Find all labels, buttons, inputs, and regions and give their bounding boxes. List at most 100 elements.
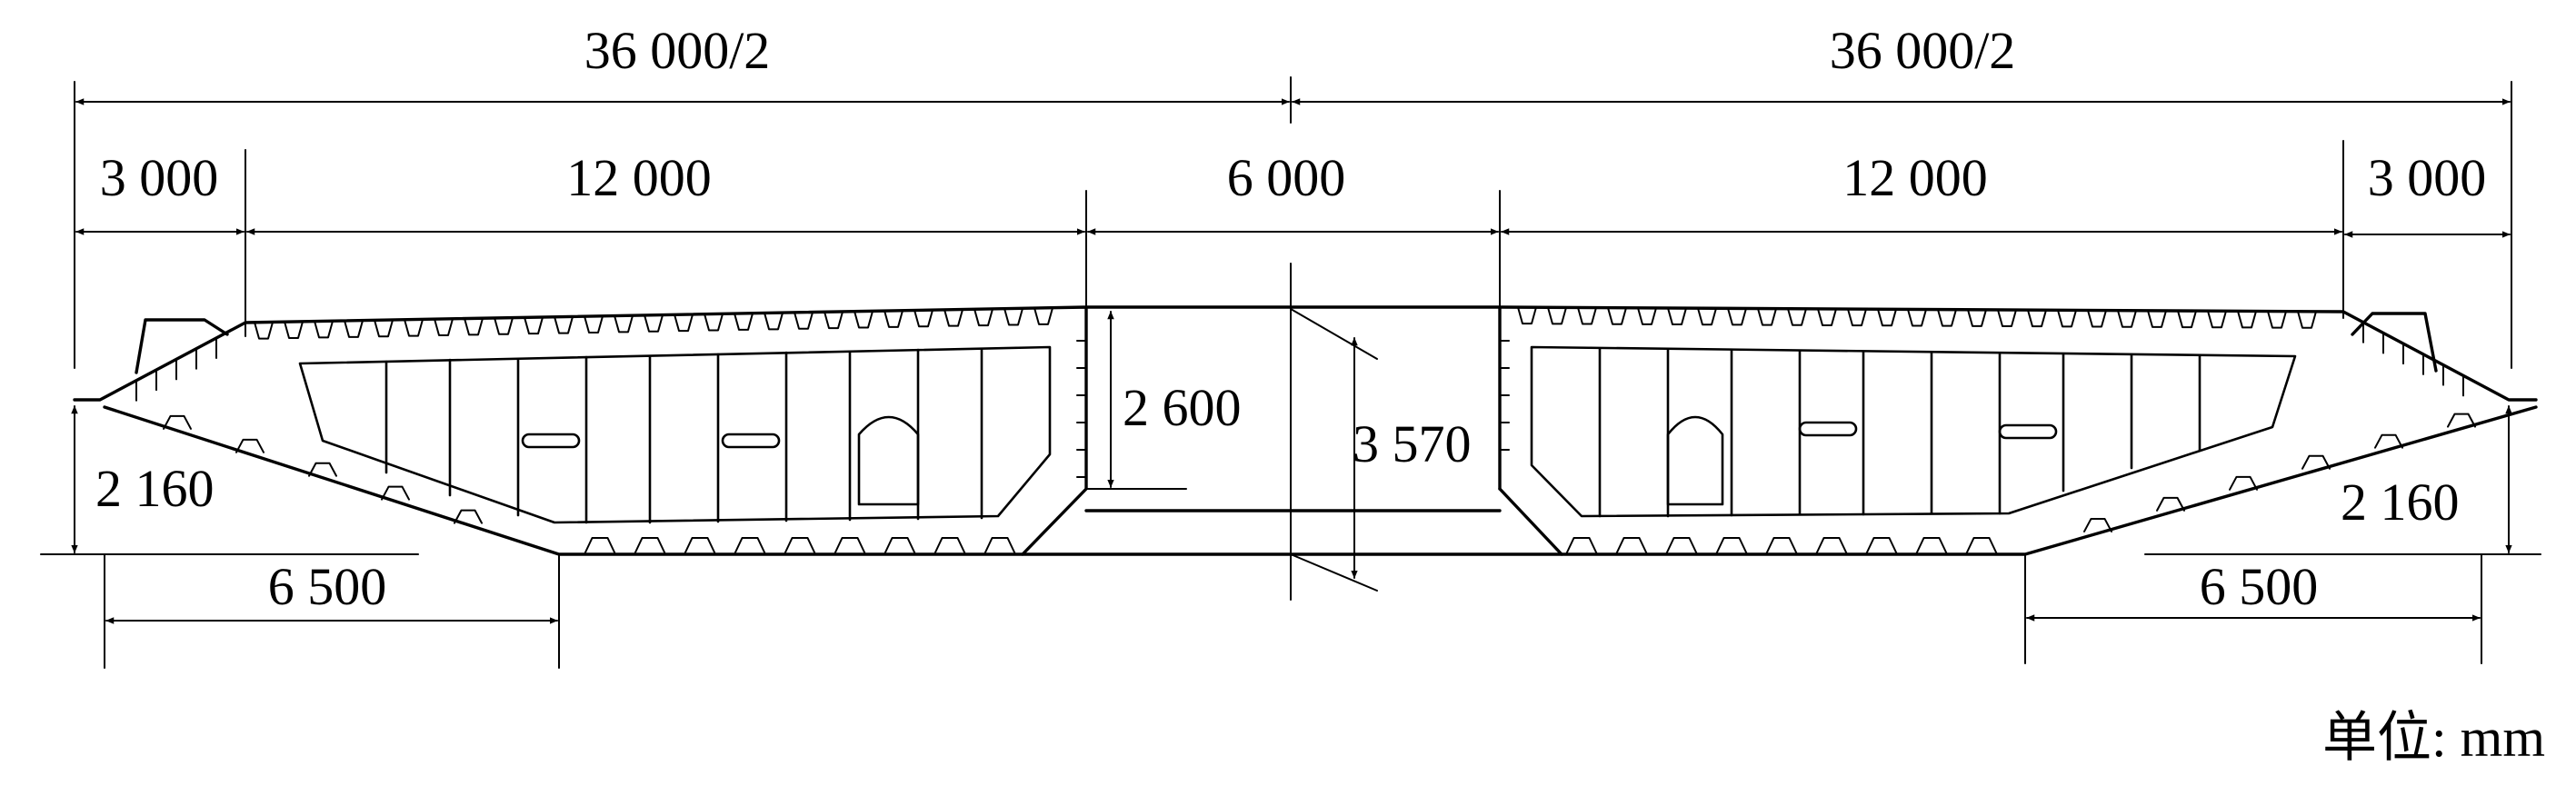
deck-rib	[1757, 307, 1777, 326]
deck-rib	[2297, 310, 2317, 329]
label-box-left: 12 000	[566, 148, 712, 207]
manhole-right-2	[1998, 423, 2058, 440]
deck-rib	[644, 313, 664, 333]
bottom-rib	[1665, 537, 1698, 555]
left-box-outline	[73, 305, 1088, 556]
deck-rib	[674, 313, 694, 333]
bottom-rib	[1815, 537, 1848, 555]
label-edge-height-right: 2 160	[2341, 473, 2460, 532]
label-bottom-slope-right: 6 500	[2200, 557, 2319, 616]
label-half-span-left: 36 000/2	[584, 21, 771, 80]
manhole-right-1	[1798, 421, 1858, 437]
deck-rib	[854, 310, 874, 329]
deck-rib	[1607, 306, 1627, 325]
deck-rib	[614, 314, 634, 333]
bottom-rib	[934, 537, 966, 555]
deck-rib	[1033, 306, 1053, 325]
deck-rib	[1997, 309, 2017, 328]
bottom-rib	[634, 537, 666, 555]
deck-rib	[434, 317, 454, 336]
label-cantilever-left: 3 000	[100, 148, 219, 207]
deck-rib	[1877, 308, 1897, 327]
deck-rib	[2057, 309, 2077, 328]
bottom-rib	[1915, 537, 1948, 555]
bottom-rib	[1865, 537, 1898, 555]
deck-rib	[1517, 306, 1537, 325]
deck-rib	[2147, 309, 2167, 328]
deck-rib	[404, 318, 424, 337]
bottom-rib	[381, 485, 410, 501]
dimension-lines	[71, 98, 2512, 624]
deck-rib	[734, 312, 754, 331]
deck-rib	[1577, 306, 1597, 325]
label-edge-height-left: 2 160	[95, 459, 215, 518]
access-door-left	[857, 415, 920, 506]
label-girder-height: 3 570	[1353, 414, 1472, 473]
bottom-rib	[308, 462, 337, 477]
deck-rib	[1003, 307, 1023, 326]
deck-rib	[1547, 306, 1567, 325]
deck-rib	[254, 321, 274, 340]
bottom-rib	[1565, 537, 1598, 555]
deck-rib	[1937, 308, 1957, 327]
deck-rib	[494, 316, 514, 335]
girder-outline	[73, 305, 2538, 556]
railing-left	[135, 318, 229, 374]
deck-rib	[314, 320, 334, 339]
deck-rib	[344, 319, 364, 338]
deck-rib	[2207, 310, 2227, 329]
deck-rib	[884, 309, 904, 328]
web-ticks	[1076, 340, 1510, 478]
label-inner-height: 2 600	[1123, 378, 1242, 437]
bottom-rib	[734, 537, 766, 555]
bottom-rib	[834, 537, 866, 555]
deck-rib	[2087, 309, 2107, 328]
deck-rib	[374, 319, 394, 338]
right-box-outline	[1498, 305, 2538, 402]
deck-rib	[1817, 307, 1837, 326]
access-door-right	[1666, 415, 1724, 506]
manhole-left-1	[521, 433, 581, 449]
deck-rib	[1667, 307, 1687, 326]
bottom-rib	[1965, 537, 1998, 555]
extension-lines	[40, 76, 2541, 669]
label-half-span-right: 36 000/2	[1830, 21, 2016, 80]
label-center-chamber: 6 000	[1227, 148, 1346, 207]
left-inner-cells	[298, 345, 1052, 524]
bottom-rib	[454, 509, 483, 524]
deck-rib	[794, 311, 814, 330]
deck-rib	[1727, 307, 1747, 326]
deck-rib	[584, 314, 604, 333]
dimension-labels: 36 000/2 36 000/2 3 000 12 000 6 000 12 …	[95, 21, 2545, 768]
label-cantilever-right: 3 000	[2368, 148, 2487, 207]
deck-rib	[1967, 308, 1987, 327]
deck-rib	[1697, 307, 1717, 326]
bottom-rib	[2447, 413, 2476, 428]
bottom-rib	[2229, 475, 2258, 491]
label-box-right: 12 000	[1842, 148, 1988, 207]
deck-rib	[2027, 309, 2047, 328]
bottom-rib	[235, 438, 265, 453]
deck-rib	[2267, 310, 2287, 329]
deck-rib	[554, 315, 574, 334]
bottom-rib	[884, 537, 916, 555]
bottom-rib	[2156, 496, 2185, 512]
bottom-rib	[2083, 517, 2112, 532]
bottom-rib	[684, 537, 716, 555]
deck-rib	[1907, 308, 1927, 327]
u-rib-stiffeners	[135, 306, 2476, 555]
deck-rib	[824, 311, 844, 330]
deck-rib	[1787, 307, 1807, 326]
deck-rib	[944, 308, 964, 327]
deck-rib	[2177, 310, 2197, 329]
bottom-rib	[2301, 454, 2331, 470]
deck-rib	[1637, 306, 1657, 325]
bottom-rib	[1765, 537, 1798, 555]
bottom-rib	[2374, 433, 2403, 449]
deck-rib	[284, 321, 304, 340]
right-inner-cells	[1530, 345, 2297, 518]
bottom-rib	[983, 537, 1016, 555]
deck-rib	[524, 316, 544, 335]
bottom-rib	[1715, 537, 1748, 555]
